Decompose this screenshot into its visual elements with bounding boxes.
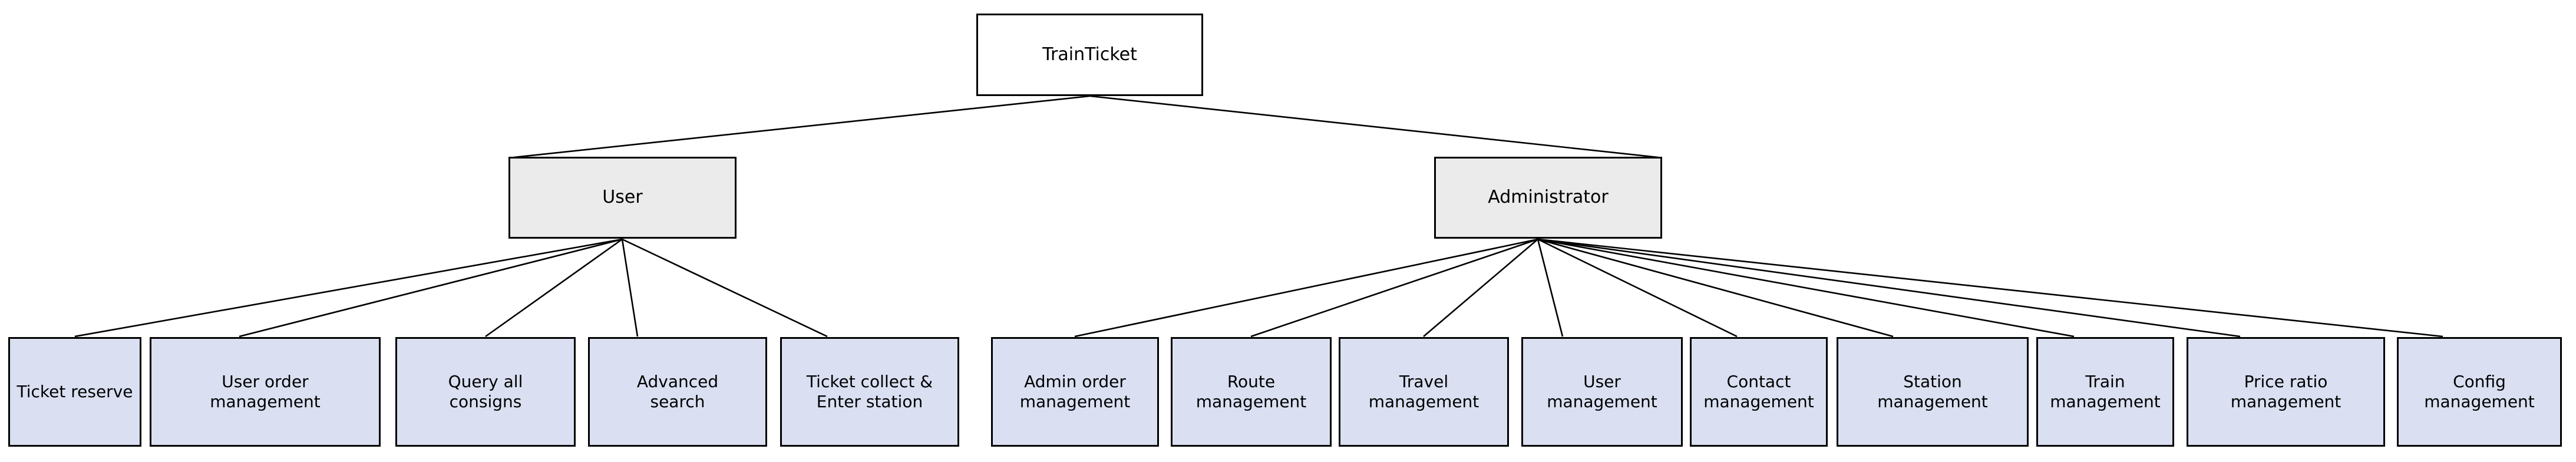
edge-admin-to-feature-4 <box>1537 238 1738 338</box>
edge-admin-to-feature-2 <box>1423 239 1538 337</box>
edge-user-to-feature-0 <box>74 238 623 338</box>
actor-node-administrator[interactable]: Administrator <box>1434 157 1662 239</box>
edge-admin-to-feature-8 <box>1537 238 2443 338</box>
edge-admin-to-feature-0 <box>1074 238 1538 338</box>
edge-admin-to-feature-3 <box>1537 239 1564 337</box>
edge-user-to-feature-1 <box>239 238 623 338</box>
edge-user-to-feature-3 <box>621 239 639 337</box>
node-label: User <box>602 187 643 208</box>
edge-user-to-feature-2 <box>485 238 623 338</box>
edge-root-to-actor-0 <box>513 95 1091 159</box>
edge-admin-to-feature-7 <box>1537 238 2241 338</box>
node-label: Administrator <box>1488 187 1609 208</box>
edge-user-to-feature-4 <box>622 238 828 338</box>
edge-root-to-actor-1 <box>1089 95 1659 159</box>
actor-node-user[interactable]: User <box>508 157 737 239</box>
user-feature-node-ticket-collect-and-enter-station[interactable]: Ticket collect &Enter station <box>780 337 959 447</box>
node-label: Ticket reserve <box>16 381 133 401</box>
user-feature-node-ticket-reserve[interactable]: Ticket reserve <box>8 337 141 447</box>
root-node-trainticket[interactable]: TrainTicket <box>976 14 1203 96</box>
edge-admin-to-feature-5 <box>1537 238 1894 338</box>
node-label: TrainTicket <box>1042 44 1137 65</box>
node-label: Ticket collect &Enter station <box>806 371 933 411</box>
edge-admin-to-feature-6 <box>1537 238 2075 338</box>
edge-admin-to-feature-1 <box>1250 238 1538 338</box>
connector-lines <box>74 95 2443 338</box>
